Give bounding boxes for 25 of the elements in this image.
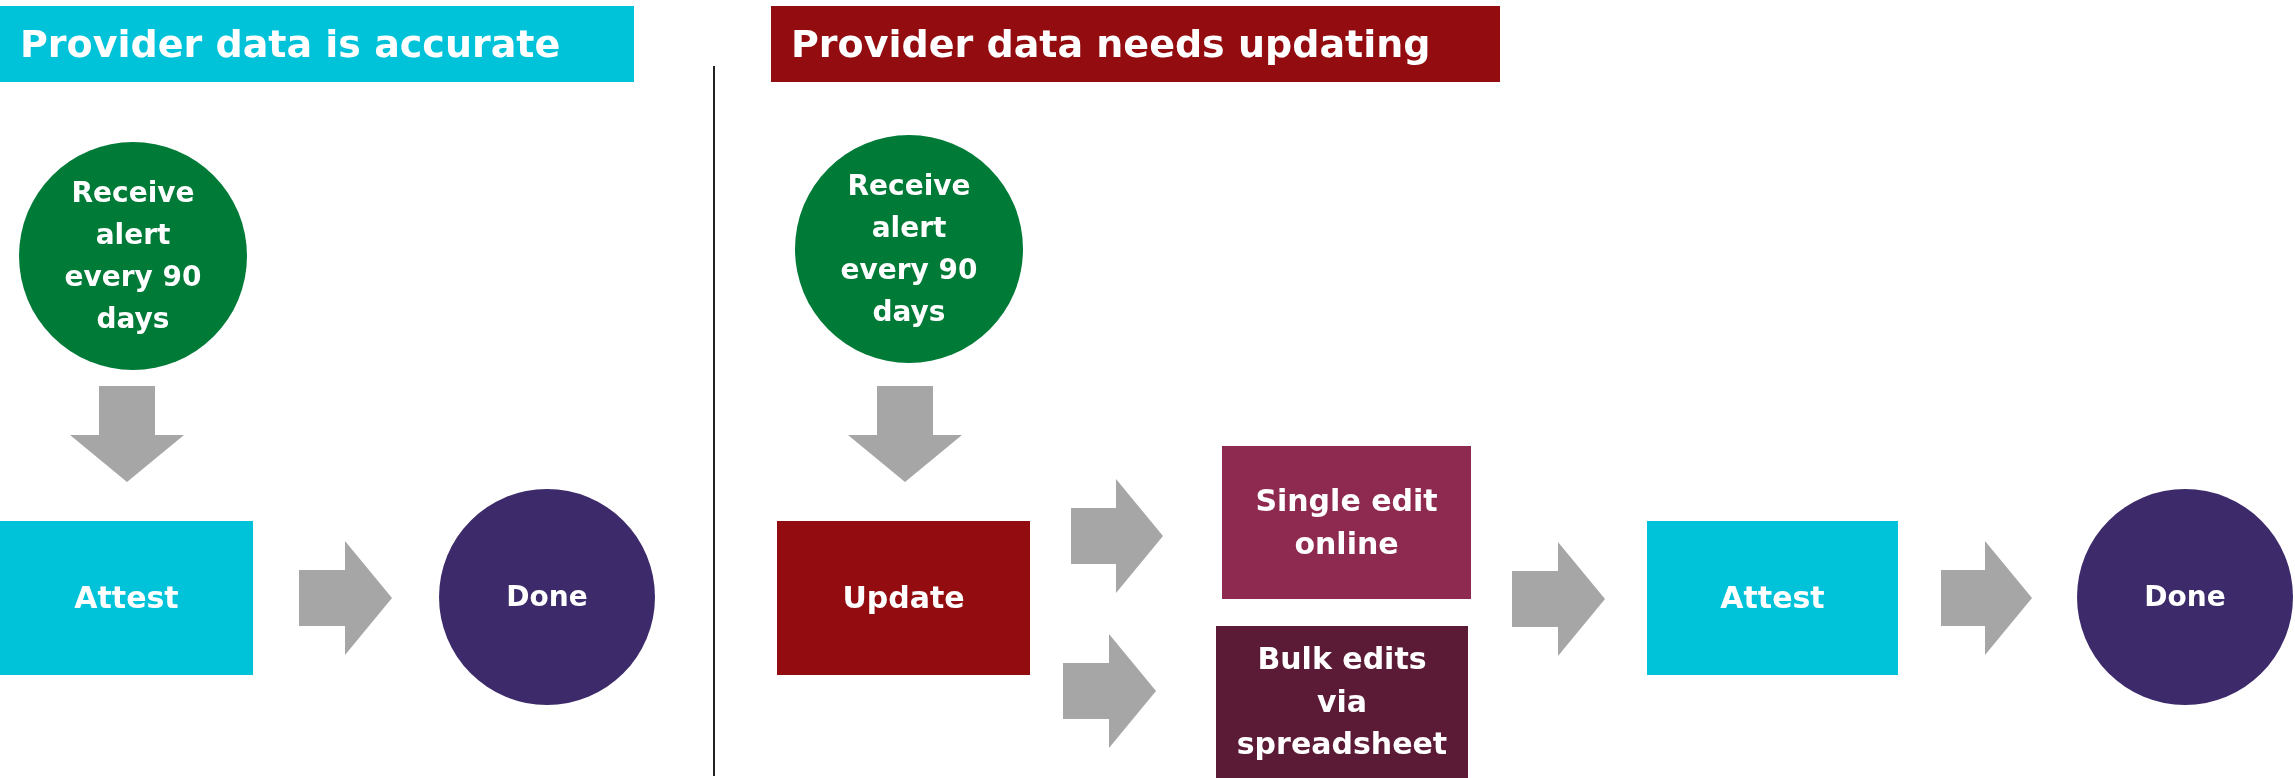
block-arrow bbox=[1512, 542, 1605, 656]
section-header bbox=[0, 6, 634, 82]
process-box bbox=[777, 521, 1030, 675]
node-label: Done bbox=[2144, 579, 2226, 615]
node-label: Update bbox=[842, 578, 965, 617]
block-arrow bbox=[848, 386, 962, 482]
node-label: Attest bbox=[74, 578, 179, 617]
process-box bbox=[0, 521, 253, 675]
block-arrow bbox=[70, 386, 184, 482]
node-label: Provider data needs updating bbox=[791, 22, 1431, 66]
process-box bbox=[1222, 446, 1471, 599]
section-header bbox=[771, 6, 1500, 82]
node-label: Provider data is accurate bbox=[20, 22, 561, 66]
node-label: Single edit online bbox=[1254, 481, 1439, 563]
process-box bbox=[1647, 521, 1898, 675]
node-label: Bulk edits via spreadsheet bbox=[1235, 640, 1449, 764]
process-box bbox=[1216, 626, 1468, 778]
block-arrow bbox=[1941, 541, 2032, 655]
node-label: Attest bbox=[1720, 578, 1825, 617]
block-arrow bbox=[1063, 634, 1156, 748]
node-label: Receive alert every 90 days bbox=[839, 168, 979, 330]
node-label: Done bbox=[506, 579, 588, 615]
block-arrow bbox=[1071, 479, 1163, 593]
block-arrow bbox=[299, 541, 392, 655]
node-label: Receive alert every 90 days bbox=[63, 175, 203, 337]
